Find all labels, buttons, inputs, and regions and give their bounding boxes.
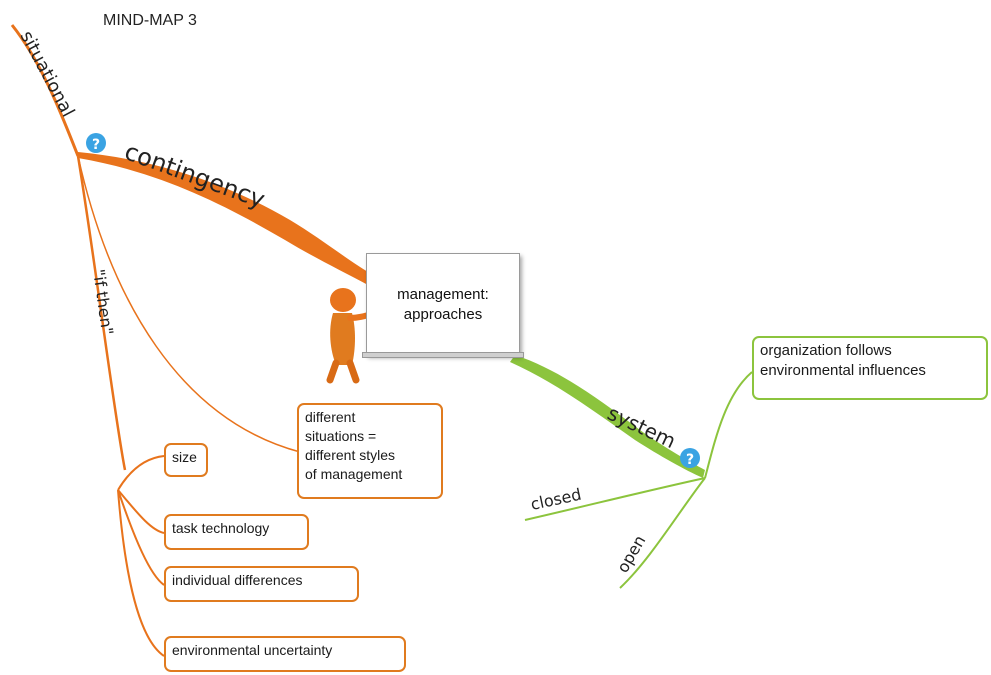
if-then-branch [76,155,127,471]
center-line-1: management: [397,286,489,303]
system-branch [510,355,705,478]
size-link [117,455,165,491]
node-line: situations = [305,428,377,444]
open-branch [619,477,706,589]
open-label: open [613,532,649,576]
system-label: system [604,401,680,453]
closed-branch [524,477,706,521]
contingency-label: contingency [121,137,269,214]
whiteboard-tray [362,352,524,358]
help-icon[interactable]: ? [680,448,700,468]
different-situations-link [77,155,301,453]
task-link [117,489,165,534]
task-technology-node[interactable]: task technology [164,514,309,550]
node-line: of management [305,466,403,482]
help-icon[interactable]: ? [86,133,106,153]
if-then-label: "if then" [89,268,117,336]
node-line: organization follows [760,342,892,359]
center-node[interactable]: management: approaches [366,285,520,325]
node-line: environmental influences [760,362,926,379]
svg-text:?: ? [92,137,100,153]
individual-differences-node[interactable]: individual differences [164,566,359,602]
individual-differences-label: individual differences [172,572,303,588]
size-node[interactable]: size [164,443,208,477]
node-line: different [305,409,356,425]
individual-link [117,489,165,586]
map-title: MIND-MAP 3 [103,12,197,29]
situational-label: situational [16,27,79,120]
svg-text:?: ? [686,452,694,468]
task-technology-label: task technology [172,520,270,536]
different-situations-node[interactable]: different situations = different styles … [297,403,443,499]
node-line: different styles [305,447,396,463]
closed-label: closed [529,485,583,514]
environmental-uncertainty-label: environmental uncertainty [172,642,333,658]
size-label: size [172,449,197,465]
environmental-uncertainty-node[interactable]: environmental uncertainty [164,636,406,672]
organization-follows-node[interactable]: organization follows environmental influ… [752,336,988,400]
org-link [704,371,753,479]
situational-branch [10,24,80,157]
environmental-link [117,489,165,657]
center-line-2: approaches [403,306,483,323]
